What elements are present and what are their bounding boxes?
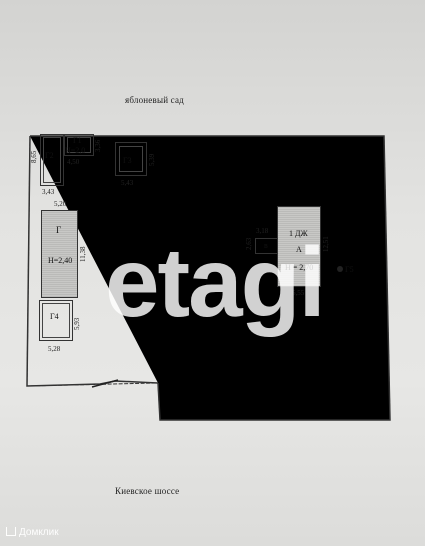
house-1dzh — [277, 206, 321, 287]
building-g2 — [40, 134, 64, 186]
g3-label: Г3 — [123, 156, 132, 165]
building-g1 — [64, 134, 94, 156]
building-g3 — [115, 142, 147, 176]
g2-label: Г2 — [45, 151, 54, 160]
g2-dim-w: 3,43 — [42, 188, 55, 196]
house-dim-w: 6,55 — [292, 289, 305, 297]
brand-mark: Домклик — [6, 526, 59, 538]
g5-label: Г5 — [345, 265, 354, 274]
top-caption: яблоневый сад — [125, 95, 184, 105]
g4-dim-w: 5,28 — [48, 345, 61, 353]
g-dim-h: 11,38 — [79, 246, 87, 263]
g-dim-w: 5,20 — [54, 200, 67, 208]
v-dim-w: 3,18 — [256, 227, 269, 235]
building-g — [41, 210, 78, 298]
g1-label: Г1 — [73, 136, 82, 145]
g-label: Г — [56, 225, 62, 235]
g1-dim-h: 3,36 — [94, 139, 102, 152]
g-height: Н=2,40 — [48, 256, 73, 265]
house-dim-h: 12,51 — [322, 236, 330, 252]
watermark: etagi — [105, 227, 326, 337]
g1-dim-w: 4,50 — [67, 158, 80, 166]
house-label: 1 ДЖ — [289, 229, 308, 238]
g4-label: Г4 — [50, 312, 59, 321]
g5-point — [337, 266, 343, 272]
g4-dim-h: 5,93 — [73, 317, 81, 330]
g1-height: Н=2,0 — [65, 146, 86, 155]
g3-dim-w: 5,43 — [121, 179, 134, 187]
building-g4 — [39, 300, 73, 341]
g3-dim-h: 5,39 — [148, 153, 156, 166]
v-label: в — [264, 241, 268, 250]
brand-label: Домклик — [19, 527, 59, 538]
bottom-caption: Киевское шоссе — [115, 486, 180, 496]
house-letter: А — [296, 245, 302, 254]
g2-dim-h: 8,65 — [30, 150, 38, 163]
house-icon — [6, 527, 16, 536]
house-height: Н = 2,70 — [285, 263, 314, 272]
